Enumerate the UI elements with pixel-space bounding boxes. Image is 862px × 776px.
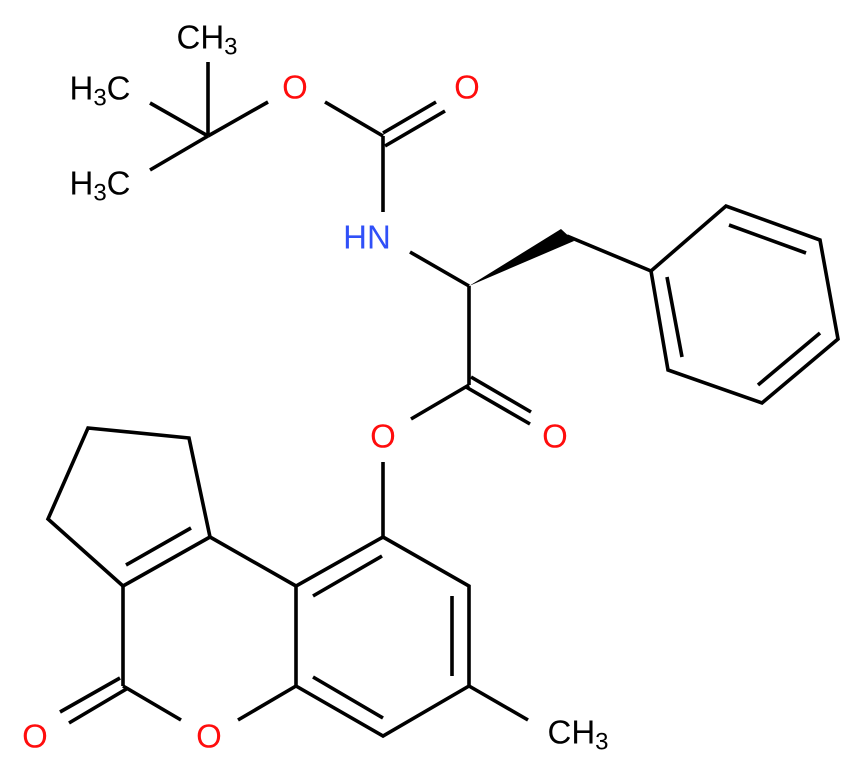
bond-n-alpha bbox=[409, 250, 470, 288]
bond-aryl-ring-o bbox=[237, 684, 297, 722]
bond-carbonyl-o-double-b bbox=[384, 109, 446, 148]
coumarin-double-1 bbox=[312, 554, 383, 598]
bond-esterc-o bbox=[410, 383, 470, 421]
bond-aryl-cp bbox=[209, 535, 297, 588]
bond-lactone-o-double-b bbox=[68, 686, 129, 725]
label-amine-nh: HN bbox=[343, 218, 391, 256]
phenyl-double-2 bbox=[756, 331, 822, 387]
bond-carbonyl-o-double-a bbox=[382, 100, 437, 135]
bond-lactone-o-double-a bbox=[59, 676, 121, 714]
label-ester-oxygen: O bbox=[370, 417, 396, 455]
bond-aryl-ch3 bbox=[468, 684, 529, 722]
coumarin-benzene-ring bbox=[294, 534, 471, 739]
bond-tbu-ch3-lower bbox=[149, 134, 209, 172]
bond-ch2-phenyl bbox=[566, 234, 652, 273]
label-ester-carbonyl-oxygen: O bbox=[542, 417, 568, 455]
label-lactone-carbonyl-oxygen: O bbox=[22, 717, 48, 755]
label-lactone-ring-oxygen: O bbox=[196, 717, 222, 755]
bond-tbu-o bbox=[207, 100, 269, 138]
cyclopentene-ring bbox=[45, 426, 212, 588]
stereo-wedge-bond bbox=[469, 229, 574, 286]
phenyl-double-1 bbox=[728, 223, 807, 255]
label-boc-carbonyl-oxygen: O bbox=[454, 68, 480, 106]
bond-esterc-o-double-a bbox=[465, 385, 531, 426]
bond-tbu-ch3-upper bbox=[149, 101, 209, 138]
label-tbu-ch3-top: CH3 bbox=[176, 18, 238, 61]
label-tbu-h3c-upper: H3C bbox=[69, 69, 131, 112]
coumarin-double-3 bbox=[312, 675, 384, 720]
phenyl-double-3 bbox=[665, 276, 684, 358]
bond-alkene-double bbox=[125, 526, 192, 567]
bond-esterc-o-double-b bbox=[470, 375, 532, 414]
bond-o-carbonyl bbox=[324, 100, 384, 138]
label-tbu-h3c-lower: H3C bbox=[69, 164, 131, 207]
bond-alkene bbox=[122, 535, 211, 588]
label-aryl-ch3: CH3 bbox=[547, 713, 609, 756]
bond-ring-o-lactone-c bbox=[122, 684, 182, 722]
phenyl-ring bbox=[649, 203, 840, 406]
label-boc-ester-oxygen: O bbox=[282, 68, 308, 106]
